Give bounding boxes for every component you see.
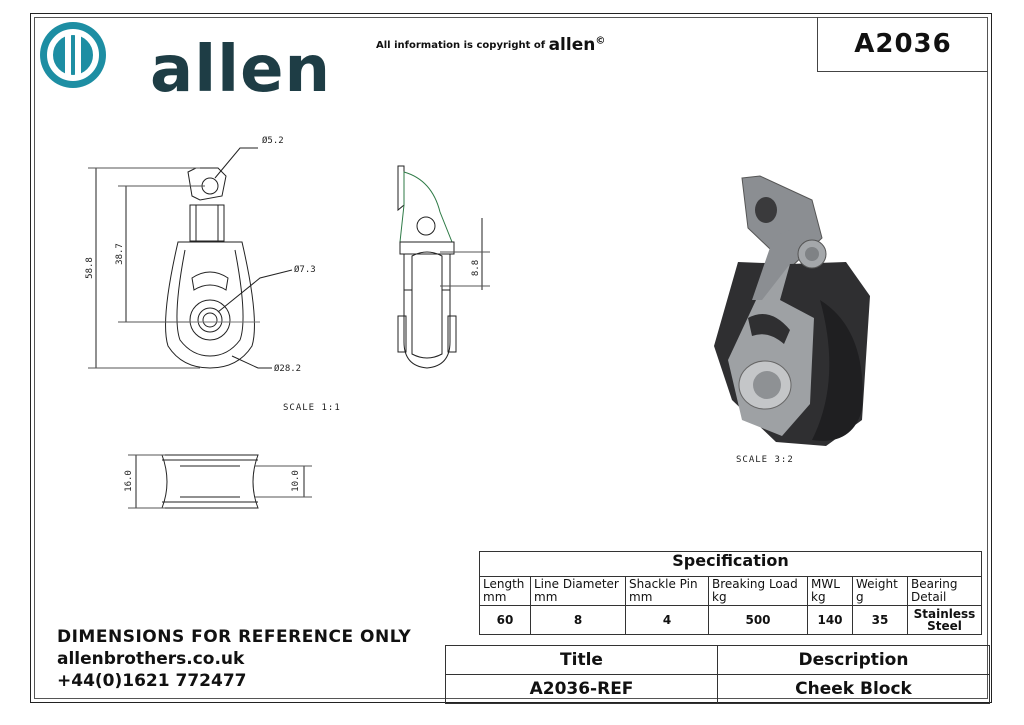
spec-value-shackle-pin: 4 — [625, 605, 709, 635]
dim-overall-length: 58.8 — [85, 257, 95, 279]
title-block: Title Description A2036-REF Cheek Block — [445, 645, 990, 704]
copyright-notice: All information is copyright of allen© — [376, 33, 606, 55]
sheave-view — [161, 454, 259, 509]
logo-wordmark: allen — [150, 33, 332, 107]
contact-block: DIMENSIONS FOR REFERENCE ONLY allenbroth… — [57, 626, 411, 692]
dim-sheave-groove: 10.0 — [291, 470, 301, 492]
spec-value-mwl: 140 — [807, 605, 853, 635]
title-label: Title — [445, 645, 718, 675]
spec-value-row: 60 8 4 500 140 35 Stainless Steel — [479, 605, 982, 635]
part-number: A2036 — [854, 29, 952, 59]
website-text: allenbrothers.co.uk — [57, 649, 245, 669]
dim-side-gap: 8.8 — [471, 260, 481, 276]
allen-logo: allen — [38, 20, 330, 102]
copyright-mark: © — [595, 35, 606, 47]
scale-front-label: SCALE 1:1 — [283, 403, 341, 413]
spec-heading: Specification — [479, 551, 982, 577]
front-view — [160, 167, 260, 369]
dim-sheave: Ø28.2 — [274, 363, 301, 374]
spec-value-bearing: Stainless Steel — [907, 605, 982, 635]
spec-value-breaking-load: 500 — [708, 605, 808, 635]
dim-bearing: Ø7.3 — [294, 264, 316, 275]
dim-shackle-hole: Ø5.2 — [262, 135, 284, 146]
dim-sheave-width: 16.0 — [124, 470, 134, 492]
phone-text: +44(0)1621 772477 — [57, 671, 247, 691]
part-number-box: A2036 — [817, 17, 988, 72]
logo-mark-icon — [40, 22, 106, 88]
description-label: Description — [717, 645, 990, 675]
copyright-brand: allen — [548, 35, 596, 55]
side-view — [397, 165, 457, 369]
disclaimer-text: DIMENSIONS FOR REFERENCE ONLY — [57, 627, 412, 647]
spec-value-weight: 35 — [852, 605, 908, 635]
copyright-prefix: All information is copyright of — [376, 40, 546, 51]
description-value: Cheek Block — [717, 674, 990, 704]
block-render-image — [714, 175, 870, 446]
scale-iso-label: SCALE 3:2 — [736, 455, 794, 465]
spec-value-line-diameter: 8 — [530, 605, 626, 635]
spec-value-length: 60 — [479, 605, 531, 635]
dim-pin-to-centre: 38.7 — [115, 243, 125, 265]
title-value: A2036-REF — [445, 674, 718, 704]
